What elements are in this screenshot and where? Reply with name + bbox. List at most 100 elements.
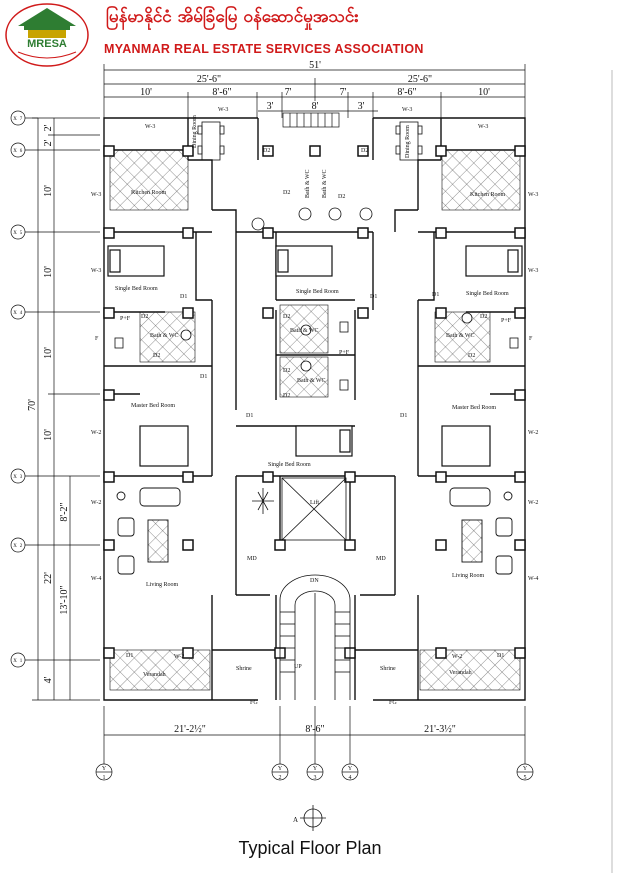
dim-top-9: 10' <box>478 87 490 98</box>
dim-half-right: 25'-6" <box>408 74 432 85</box>
bath-wc-left-label: Bath & WC <box>150 333 179 339</box>
grid-x5-label: 5 <box>20 231 23 236</box>
walls <box>103 117 526 701</box>
tag-d2-left-bath-2: D2 <box>153 353 160 359</box>
tag-w2-verandah-left: W-2 <box>174 654 184 660</box>
hatched-areas <box>109 149 521 691</box>
dim-bottom-center: 8'-6" <box>305 724 324 735</box>
tag-d2-right-bath-2: D2 <box>468 353 475 359</box>
org-name-myanmar: မြန်မာနိုင်ငံ အိမ်ခြံမြေ ဝန်ဆောင်မှုအသင်… <box>106 7 359 27</box>
single-bed-room-lower-label: Single Bed Room <box>268 462 311 468</box>
dim-left-3: 10' <box>43 185 54 197</box>
lift-label: Lift <box>310 499 319 506</box>
tag-w3-top-right: W-3 <box>478 124 488 130</box>
grid-y2-label: 2 <box>279 775 282 781</box>
bath-floor-center-2 <box>279 356 329 398</box>
living-room-left-label: Living Room <box>146 582 179 588</box>
kitchen-floor-right <box>441 149 521 211</box>
tag-d1-verandah-right: D1 <box>497 653 504 659</box>
dim-top-1: 10' <box>140 87 152 98</box>
verandah-left-label: Verandah <box>143 672 166 678</box>
left-dim-labels: 70' 2' 2' 10' 10' 10' 10' 8'-2" 22' 13'-… <box>27 124 70 683</box>
tag-d1-right-master: D1 <box>400 413 407 419</box>
grid-y2-prefix: Y <box>278 766 283 772</box>
grid-y1-label: 1 <box>103 775 106 781</box>
grid-x2-label: 2 <box>20 544 23 549</box>
bath-floor-left <box>139 311 196 363</box>
dim-top-2: 8'-6" <box>212 87 231 98</box>
grid-y4-prefix: Y <box>348 766 353 772</box>
row-grid-bubbles <box>10 110 64 668</box>
dim-top-5: 8' <box>312 101 319 112</box>
left-dimensions <box>32 117 100 701</box>
dim-overall-width: 51' <box>309 60 321 71</box>
verandah-floor-left <box>109 649 211 691</box>
tag-fg-left: FG <box>250 700 258 706</box>
dim-top-6: 7' <box>340 87 347 98</box>
tag-w2-verandah-right: W-2 <box>452 654 462 660</box>
grid-y1-prefix: Y <box>102 766 107 772</box>
tag-w4-right: W-4 <box>528 576 538 582</box>
tag-d2-center-bath-1: D2 <box>283 314 290 320</box>
column-grid-labels: Y1 Y2 Y3 Y4 Y5 <box>102 766 528 781</box>
tag-d2-bath-1: D2 <box>283 190 290 196</box>
grid-y3-label: 3 <box>314 775 317 781</box>
tag-d2-right-bath: D2 <box>480 314 487 320</box>
top-stairs <box>282 112 340 128</box>
single-bed-room-left-label: Single Bed Room <box>115 286 158 292</box>
tag-f-left: F <box>95 336 99 342</box>
dim-bottom-left: 21'-2½" <box>174 724 206 735</box>
sanitary-fixtures <box>114 207 519 391</box>
lift-shaft <box>281 477 347 541</box>
grid-y3-prefix: Y <box>313 766 318 772</box>
dining-room-left-label: Dining Room <box>192 115 198 148</box>
grid-x1-prefix: X <box>13 659 17 664</box>
dim-left-10: 4' <box>43 676 54 683</box>
tag-d2-top-left: D2 <box>263 148 270 154</box>
master-bed-room-left-label: Master Bed Room <box>131 403 175 409</box>
tag-d1-center: D1 <box>370 294 377 300</box>
single-bed-room-right-label: Single Bed Room <box>466 291 509 297</box>
tag-w3-top-center-left: W-3 <box>218 107 228 113</box>
tag-d1-center-lower: D1 <box>246 413 253 419</box>
north-arrow <box>300 805 326 831</box>
tag-w3-top-left: W-3 <box>145 124 155 130</box>
tag-w3-right-2: W-3 <box>528 268 538 274</box>
tag-md-left: MD <box>247 556 257 562</box>
tag-d1-verandah-left: D1 <box>126 653 133 659</box>
dim-left-6: 10' <box>43 429 54 441</box>
grid-y4-label: 4 <box>349 775 352 781</box>
bath-wc-top-1-label: Bath & WC <box>305 169 311 198</box>
dim-left-8: 22' <box>43 572 54 584</box>
dim-bottom-right: 21'-3½" <box>424 724 456 735</box>
verandah-right-label: Verandah <box>449 670 472 676</box>
tag-d2-left-bath: D2 <box>141 314 148 320</box>
header: MRESA မြန်မာနိုင်ငံ အိမ်ခြံမြေ ဝန်ဆောင်မ… <box>0 0 620 70</box>
tag-f-right: F <box>529 336 533 342</box>
tag-w3-top-center-right: W-3 <box>402 107 412 113</box>
living-room-right-label: Living Room <box>452 573 485 579</box>
tag-md-right: MD <box>376 556 386 562</box>
tag-w3-left-1: W-3 <box>91 192 101 198</box>
main-staircase <box>279 574 351 700</box>
bath-wc-top-2-label: Bath & WC <box>322 169 328 198</box>
tag-w2-left-2: W-2 <box>91 500 101 506</box>
tag-w2-left-1: W-2 <box>91 430 101 436</box>
grid-x4-prefix: X <box>13 311 17 316</box>
grid-x5-prefix: X <box>13 231 17 236</box>
tag-pf-center: P+F <box>339 350 350 356</box>
logo-text: MRESA <box>27 38 67 50</box>
single-bed-room-center-label: Single Bed Room <box>296 289 339 295</box>
dim-top-4: 7' <box>285 87 292 98</box>
living-furniture <box>116 487 513 575</box>
tag-w2-right-2: W-2 <box>528 500 538 506</box>
beds <box>107 245 523 467</box>
top-dimensions <box>103 64 526 118</box>
kitchen-room-left-label: Kitchen Room <box>131 190 166 196</box>
bath-wc-center-1-label: Bath & WC <box>290 328 319 334</box>
grid-x3-prefix: X <box>13 475 17 480</box>
tag-fg-right: FG <box>389 700 397 706</box>
grid-y5-prefix: Y <box>523 766 528 772</box>
